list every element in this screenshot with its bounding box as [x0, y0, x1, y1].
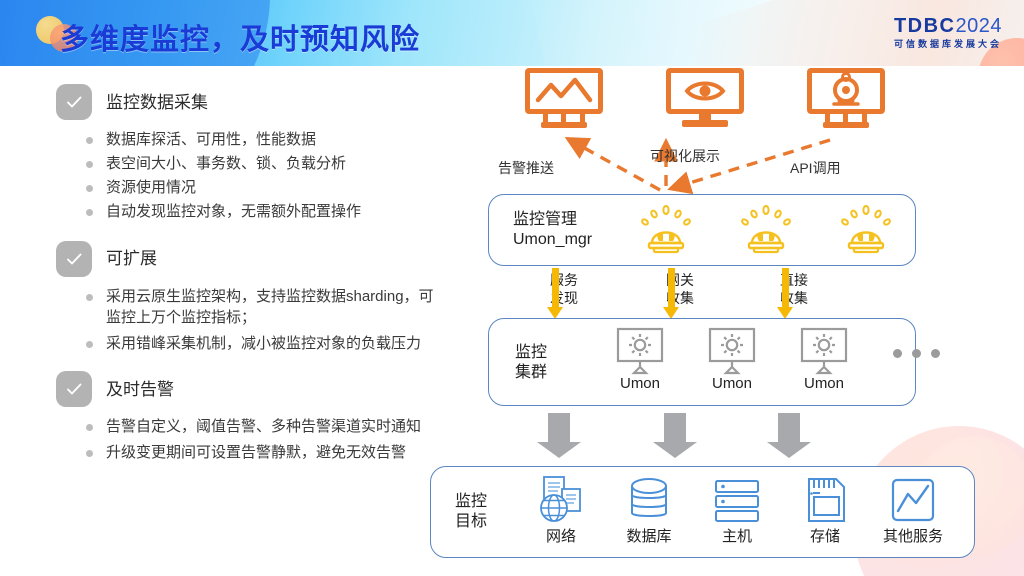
collection-arrow-down — [777, 268, 793, 319]
cluster-to-target-arrow — [537, 413, 581, 458]
umon-node: Umon — [791, 327, 857, 391]
target-item-label: 数据库 — [626, 528, 672, 545]
slide-header: 多维度监控，及时预知风险 TDBC2024 可信数据库发展大会 — [0, 0, 1024, 66]
cluster-box-label: 监控集群 — [515, 344, 548, 382]
mgr-label-line1: 监控管理 — [513, 211, 578, 228]
brand-logo-main: TDBC2024 — [894, 16, 1002, 36]
siren-icon-group — [637, 203, 917, 259]
collection-arrow-down — [663, 268, 679, 319]
check-icon — [56, 84, 92, 120]
list-item: 资源使用情况 — [84, 177, 446, 199]
section-header: 监控数据采集 — [56, 84, 446, 120]
bullet-list: 采用云原生监控架构，支持监控数据sharding，可监控上万个监控指标； 采用错… — [56, 286, 446, 356]
list-item: 采用云原生监控架构，支持监控数据sharding，可监控上万个监控指标； — [84, 286, 446, 330]
target-item: 存储 — [781, 473, 869, 544]
left-content-column: 监控数据采集 数据库探活、可用性，性能数据 表空间大小、事务数、锁、负载分析 资… — [56, 84, 446, 468]
gear-monitor-icon — [699, 327, 765, 375]
output-channel-icons — [525, 68, 885, 134]
collection-arrow-down — [547, 268, 563, 319]
title-bullet-dots-icon — [36, 16, 82, 52]
umon-node: Umon — [607, 327, 673, 391]
cluster-to-target-arrow — [767, 413, 811, 458]
bullet-list: 数据库探活、可用性，性能数据 表空间大小、事务数、锁、负载分析 资源使用情况 自… — [56, 129, 446, 223]
alert-push-monitor-icon — [525, 68, 603, 130]
dot-orange-icon — [50, 24, 78, 52]
ellipsis-dots-icon — [893, 349, 949, 358]
check-icon — [56, 240, 92, 277]
section-header: 及时告警 — [56, 371, 446, 408]
monitoring-cluster-box: 监控集群 Umon — [488, 318, 940, 406]
umon-node-label: Umon — [619, 375, 660, 392]
section-monitoring-collection: 监控数据采集 数据库探活、可用性，性能数据 表空间大小、事务数、锁、负载分析 资… — [56, 84, 446, 223]
target-item-label: 存储 — [809, 528, 840, 545]
storage-card-icon — [781, 473, 869, 527]
target-item: 主机 — [693, 473, 781, 544]
label-alert-push: 告警推送 — [498, 160, 554, 176]
list-item: 数据库探活、可用性，性能数据 — [84, 129, 446, 151]
target-item: 数据库 — [605, 473, 693, 544]
label-api-call: API调用 — [790, 160, 841, 176]
umon-node-group: Umon Umon — [607, 327, 940, 401]
target-item: 网络 — [517, 473, 605, 544]
target-item: 其他服务 — [869, 473, 957, 544]
target-item-label: 网络 — [545, 528, 576, 545]
gear-monitor-icon — [791, 327, 857, 375]
monitor-legs-icon — [539, 114, 589, 124]
list-item: 表空间大小、事务数、锁、负载分析 — [84, 153, 446, 175]
server-host-icon — [693, 473, 781, 527]
check-icon — [56, 371, 92, 408]
visualization-monitor-icon — [666, 68, 744, 130]
target-item-group: 网络 数据库 — [517, 473, 967, 553]
api-call-monitor-icon — [807, 68, 885, 130]
architecture-diagram: 告警推送 可视化展示 API调用 监控管理 Umon_mgr — [430, 68, 990, 568]
list-item: 告警自定义，阈值告警、多种告警渠道实时通知 — [84, 416, 446, 438]
mgr-box-label: 监控管理 Umon_mgr — [513, 210, 592, 251]
umon-node-label: Umon — [803, 375, 844, 392]
brand-subtitle: 可信数据库发展大会 — [893, 39, 1002, 49]
alarm-siren-icon — [637, 203, 695, 255]
other-service-icon — [869, 473, 957, 527]
brand-year: 2024 — [955, 15, 1002, 37]
section-realtime-alert: 及时告警 告警自定义，阈值告警、多种告警渠道实时通知 升级变更期间可设置告警静默… — [56, 371, 446, 464]
section-header: 可扩展 — [56, 240, 446, 277]
target-box-label: 监控目标 — [455, 493, 488, 531]
gear-monitor-icon — [607, 327, 673, 375]
section-title: 可扩展 — [106, 249, 157, 269]
flow-labels-top: 告警推送 可视化展示 API调用 — [490, 148, 920, 180]
monitoring-target-box: 监控目标 — [430, 466, 975, 558]
network-globe-icon — [517, 473, 605, 527]
monitoring-management-box: 监控管理 Umon_mgr — [488, 194, 916, 266]
bullet-list: 告警自定义，阈值告警、多种告警渠道实时通知 升级变更期间可设置告警静默，避免无效… — [56, 416, 446, 464]
umon-node: Umon — [699, 327, 765, 391]
target-item-label: 主机 — [721, 528, 752, 545]
brand-name: TDBC — [893, 15, 956, 37]
section-title: 监控数据采集 — [106, 92, 208, 112]
umon-node-label: Umon — [711, 375, 752, 392]
section-scalability: 可扩展 采用云原生监控架构，支持监控数据sharding，可监控上万个监控指标；… — [56, 240, 446, 356]
alarm-siren-icon — [837, 203, 895, 255]
label-visualization: 可视化展示 — [650, 148, 720, 164]
page-title: 多维度监控，及时预知风险 — [60, 24, 421, 56]
list-item: 自动发现监控对象，无需额外配置操作 — [84, 201, 446, 223]
database-cylinder-icon — [605, 473, 693, 527]
list-item: 升级变更期间可设置告警静默，避免无效告警 — [84, 442, 446, 464]
section-title: 及时告警 — [106, 379, 174, 399]
alarm-siren-icon — [737, 203, 795, 255]
monitor-legs-icon — [821, 114, 871, 124]
list-item: 采用错峰采集机制，减小被监控对象的负载压力 — [84, 333, 446, 355]
cluster-to-target-arrow — [653, 413, 697, 458]
mgr-label-line2: Umon_mgr — [513, 231, 593, 249]
brand-logo: TDBC2024 可信数据库发展大会 — [894, 16, 1002, 49]
target-item-label: 其他服务 — [882, 528, 943, 545]
